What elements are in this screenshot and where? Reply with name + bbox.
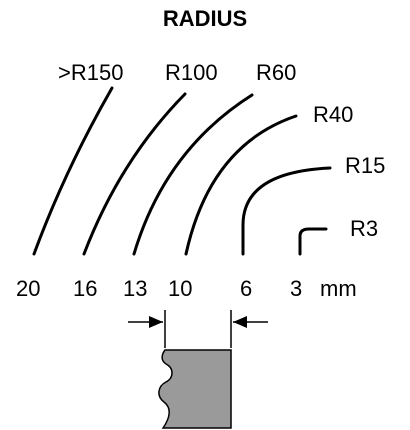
curve-r100 <box>82 92 187 256</box>
blade-profile <box>158 349 232 429</box>
dimension-arrow-right-head <box>233 316 247 328</box>
width-label-16: 16 <box>73 276 98 301</box>
curve-r15 <box>241 166 332 256</box>
radius-label-r40: R40 <box>313 102 354 127</box>
curve-r3 <box>298 227 328 256</box>
radius-label-r100: R100 <box>165 60 218 85</box>
radius-label-r60: R60 <box>256 60 297 85</box>
dimension-arrow-left-head <box>149 316 163 328</box>
radius-label-r15: R15 <box>345 153 386 178</box>
width-label-13: 13 <box>123 276 148 301</box>
width-label-3: 3 <box>290 276 303 301</box>
unit-label: mm <box>320 276 357 301</box>
curve-r150 <box>32 86 114 256</box>
curve-r40 <box>184 114 298 256</box>
diagram-title: RADIUS <box>162 6 248 31</box>
curve-r60 <box>132 93 254 256</box>
radius-label-r150: >R150 <box>58 60 124 85</box>
radius-label-r3: R3 <box>350 216 379 241</box>
width-label-20: 20 <box>16 276 41 301</box>
width-label-10: 10 <box>168 276 193 301</box>
width-label-6: 6 <box>240 276 253 301</box>
